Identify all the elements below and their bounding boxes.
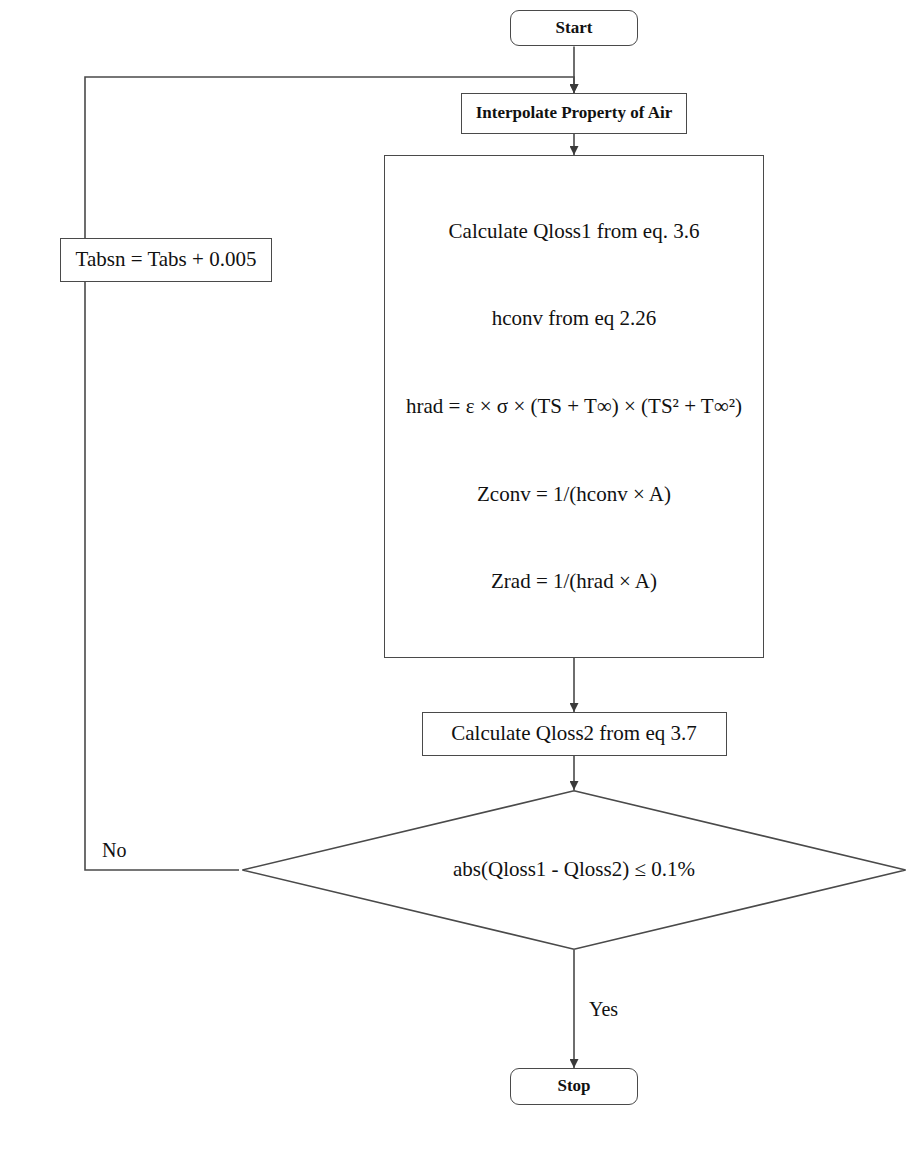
node-text: Interpolate Property of Air [476, 103, 673, 123]
node-text: Tabsn = Tabs + 0.005 [76, 247, 257, 272]
node-text: Zrad = 1/(hrad × A) [491, 569, 657, 594]
node-text: Calculate Qloss2 from eq 3.7 [451, 721, 697, 746]
process-box: Interpolate Property of Air [461, 93, 688, 134]
node-text: abs(Qloss1 - Qloss2) ≤ 0.1% [453, 857, 695, 882]
node-text: Start [556, 18, 593, 38]
flow-arrow [573, 134, 575, 155]
node-text: Calculate Qloss1 from eq. 3.6 [449, 219, 700, 244]
node-text: Stop [557, 1076, 590, 1096]
process-box: Tabsn = Tabs + 0.005 [60, 238, 272, 282]
process-box: Calculate Qloss1 from eq. 3.6 hconv from … [384, 155, 764, 658]
flow-arrow [573, 950, 575, 1068]
node-text: hrad = ε × σ × (TS + T∞) × (TS² + T∞²) [406, 394, 742, 419]
node-text: hconv from eq 2.26 [492, 306, 656, 331]
edge-label: Yes [586, 997, 621, 1021]
terminal-box: Stop [510, 1068, 638, 1105]
decision-diamond: abs(Qloss1 - Qloss2) ≤ 0.1% [239, 790, 909, 950]
node-text: Zconv = 1/(hconv × A) [477, 482, 671, 507]
flow-arrow [85, 282, 239, 870]
terminal-box: Start [510, 10, 638, 46]
edge-label: No [99, 838, 129, 862]
flow-arrow [573, 658, 575, 712]
process-box: Calculate Qloss2 from eq 3.7 [422, 712, 727, 756]
flow-arrow [573, 756, 575, 790]
